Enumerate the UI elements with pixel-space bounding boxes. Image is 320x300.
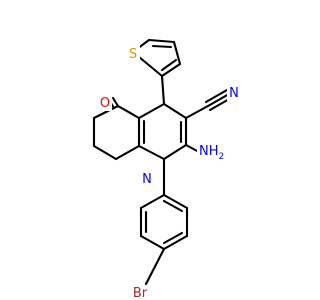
n1-c8a-bond bbox=[137, 144, 166, 161]
c2-amine-bond bbox=[184, 143, 201, 154]
sulfur-atom-label: S bbox=[127, 45, 140, 62]
amine-nh-text: NH bbox=[199, 144, 219, 159]
bromine-atom-label: Br bbox=[130, 285, 151, 300]
bond-lines bbox=[92, 38, 233, 286]
carbonyl-bond-1 bbox=[111, 96, 120, 108]
aryl-br-bond bbox=[144, 247, 166, 286]
ring-nitrogen-atom-label: N bbox=[139, 170, 154, 187]
c2-n1-bond bbox=[162, 143, 188, 161]
ring-nitrogen-symbol: N bbox=[142, 172, 152, 187]
amine-symbol: NH2 bbox=[199, 144, 224, 162]
thiophene-c4-bond bbox=[160, 74, 166, 106]
oxygen-symbol: O bbox=[100, 96, 110, 111]
amine-subscript-text: 2 bbox=[219, 152, 225, 162]
thiophene-double-1 bbox=[151, 44, 173, 49]
atom-labels: O S N NH2 N Br bbox=[97, 45, 242, 300]
thiophene-bond-4 bbox=[160, 62, 182, 78]
aryl-bond-1 bbox=[139, 193, 166, 210]
aryl-bond-6 bbox=[162, 193, 189, 210]
aryl-double-2 bbox=[162, 231, 184, 245]
thiophene-double-2 bbox=[160, 58, 178, 72]
c4a-c5-bond bbox=[116, 104, 141, 120]
c4-c3-bond bbox=[162, 102, 188, 120]
aryl-bond-4 bbox=[162, 234, 189, 251]
c3-cn-bond bbox=[184, 104, 210, 120]
bromine-symbol: Br bbox=[133, 286, 148, 300]
thiophene-bond-2 bbox=[147, 38, 176, 44]
cn-triple-1 bbox=[206, 92, 231, 108]
c8-c8a-bond bbox=[114, 144, 141, 161]
nitrile-nitrogen-atom-label: N bbox=[227, 84, 242, 101]
nitrile-nitrogen-symbol: N bbox=[229, 86, 239, 101]
c7-c8-bond bbox=[92, 144, 118, 161]
amine-group-label: NH2 bbox=[197, 141, 227, 162]
aryl-bond-3 bbox=[139, 234, 166, 251]
c4a-c4-bond bbox=[137, 102, 166, 120]
cn-triple-2 bbox=[204, 88, 229, 104]
sulfur-symbol: S bbox=[129, 47, 137, 62]
oxygen-atom-label: O bbox=[97, 94, 112, 111]
thiophene-bond-3 bbox=[172, 40, 182, 66]
molecule-structure-diagram: O S N NH2 N Br bbox=[92, 38, 242, 300]
aryl-double-3 bbox=[162, 199, 184, 213]
